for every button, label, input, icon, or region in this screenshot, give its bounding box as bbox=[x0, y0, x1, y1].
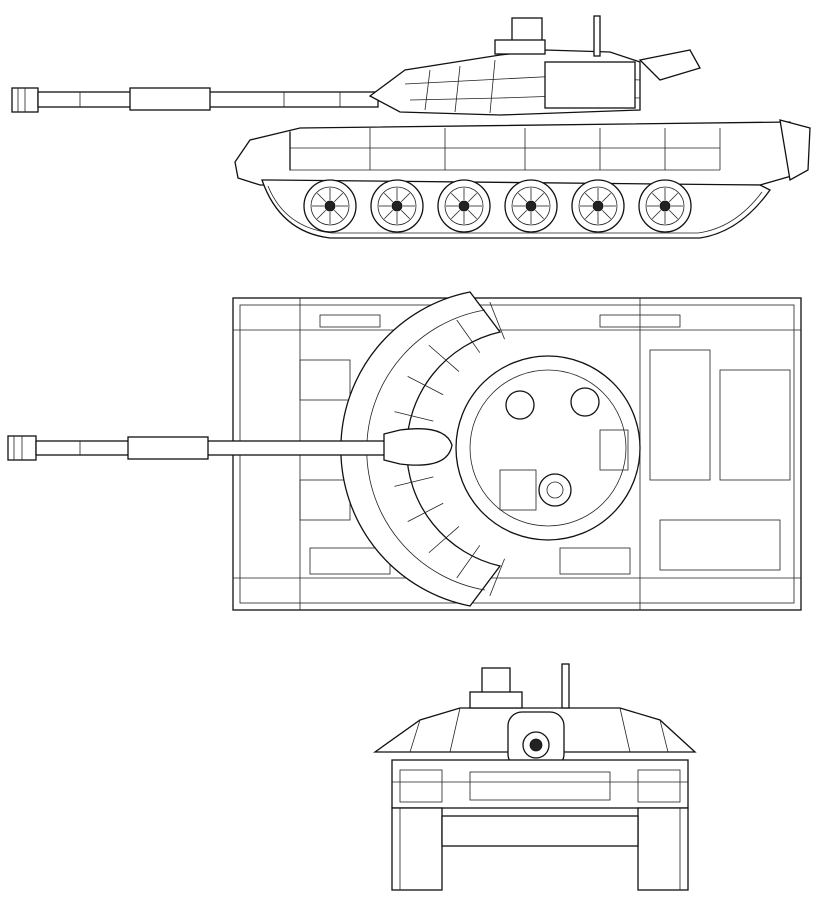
era-block-seam bbox=[428, 526, 460, 554]
side-road-wheels bbox=[303, 179, 692, 233]
era-block-seam bbox=[489, 301, 505, 340]
road-wheel bbox=[370, 179, 424, 233]
top-gun-barrel bbox=[7, 428, 453, 466]
era-block-seam bbox=[456, 319, 481, 353]
era-block-seam bbox=[407, 376, 444, 396]
road-wheel bbox=[303, 179, 357, 233]
era-block-seam bbox=[428, 344, 460, 372]
road-wheel bbox=[638, 179, 692, 233]
side-hull bbox=[234, 119, 811, 186]
side-turret bbox=[368, 15, 701, 116]
front-turret bbox=[372, 663, 697, 769]
era-block-seam bbox=[394, 476, 434, 487]
road-wheel bbox=[437, 179, 491, 233]
top-turret-roof bbox=[455, 355, 641, 541]
era-block-seam bbox=[394, 411, 434, 422]
side-gun-barrel bbox=[11, 87, 379, 113]
era-block-seam bbox=[407, 502, 444, 522]
era-block-seam bbox=[456, 545, 481, 579]
road-wheel bbox=[571, 179, 625, 233]
front-hull bbox=[391, 759, 689, 809]
front-tracks bbox=[391, 807, 689, 891]
road-wheel bbox=[504, 179, 558, 233]
era-block-seam bbox=[489, 558, 505, 597]
